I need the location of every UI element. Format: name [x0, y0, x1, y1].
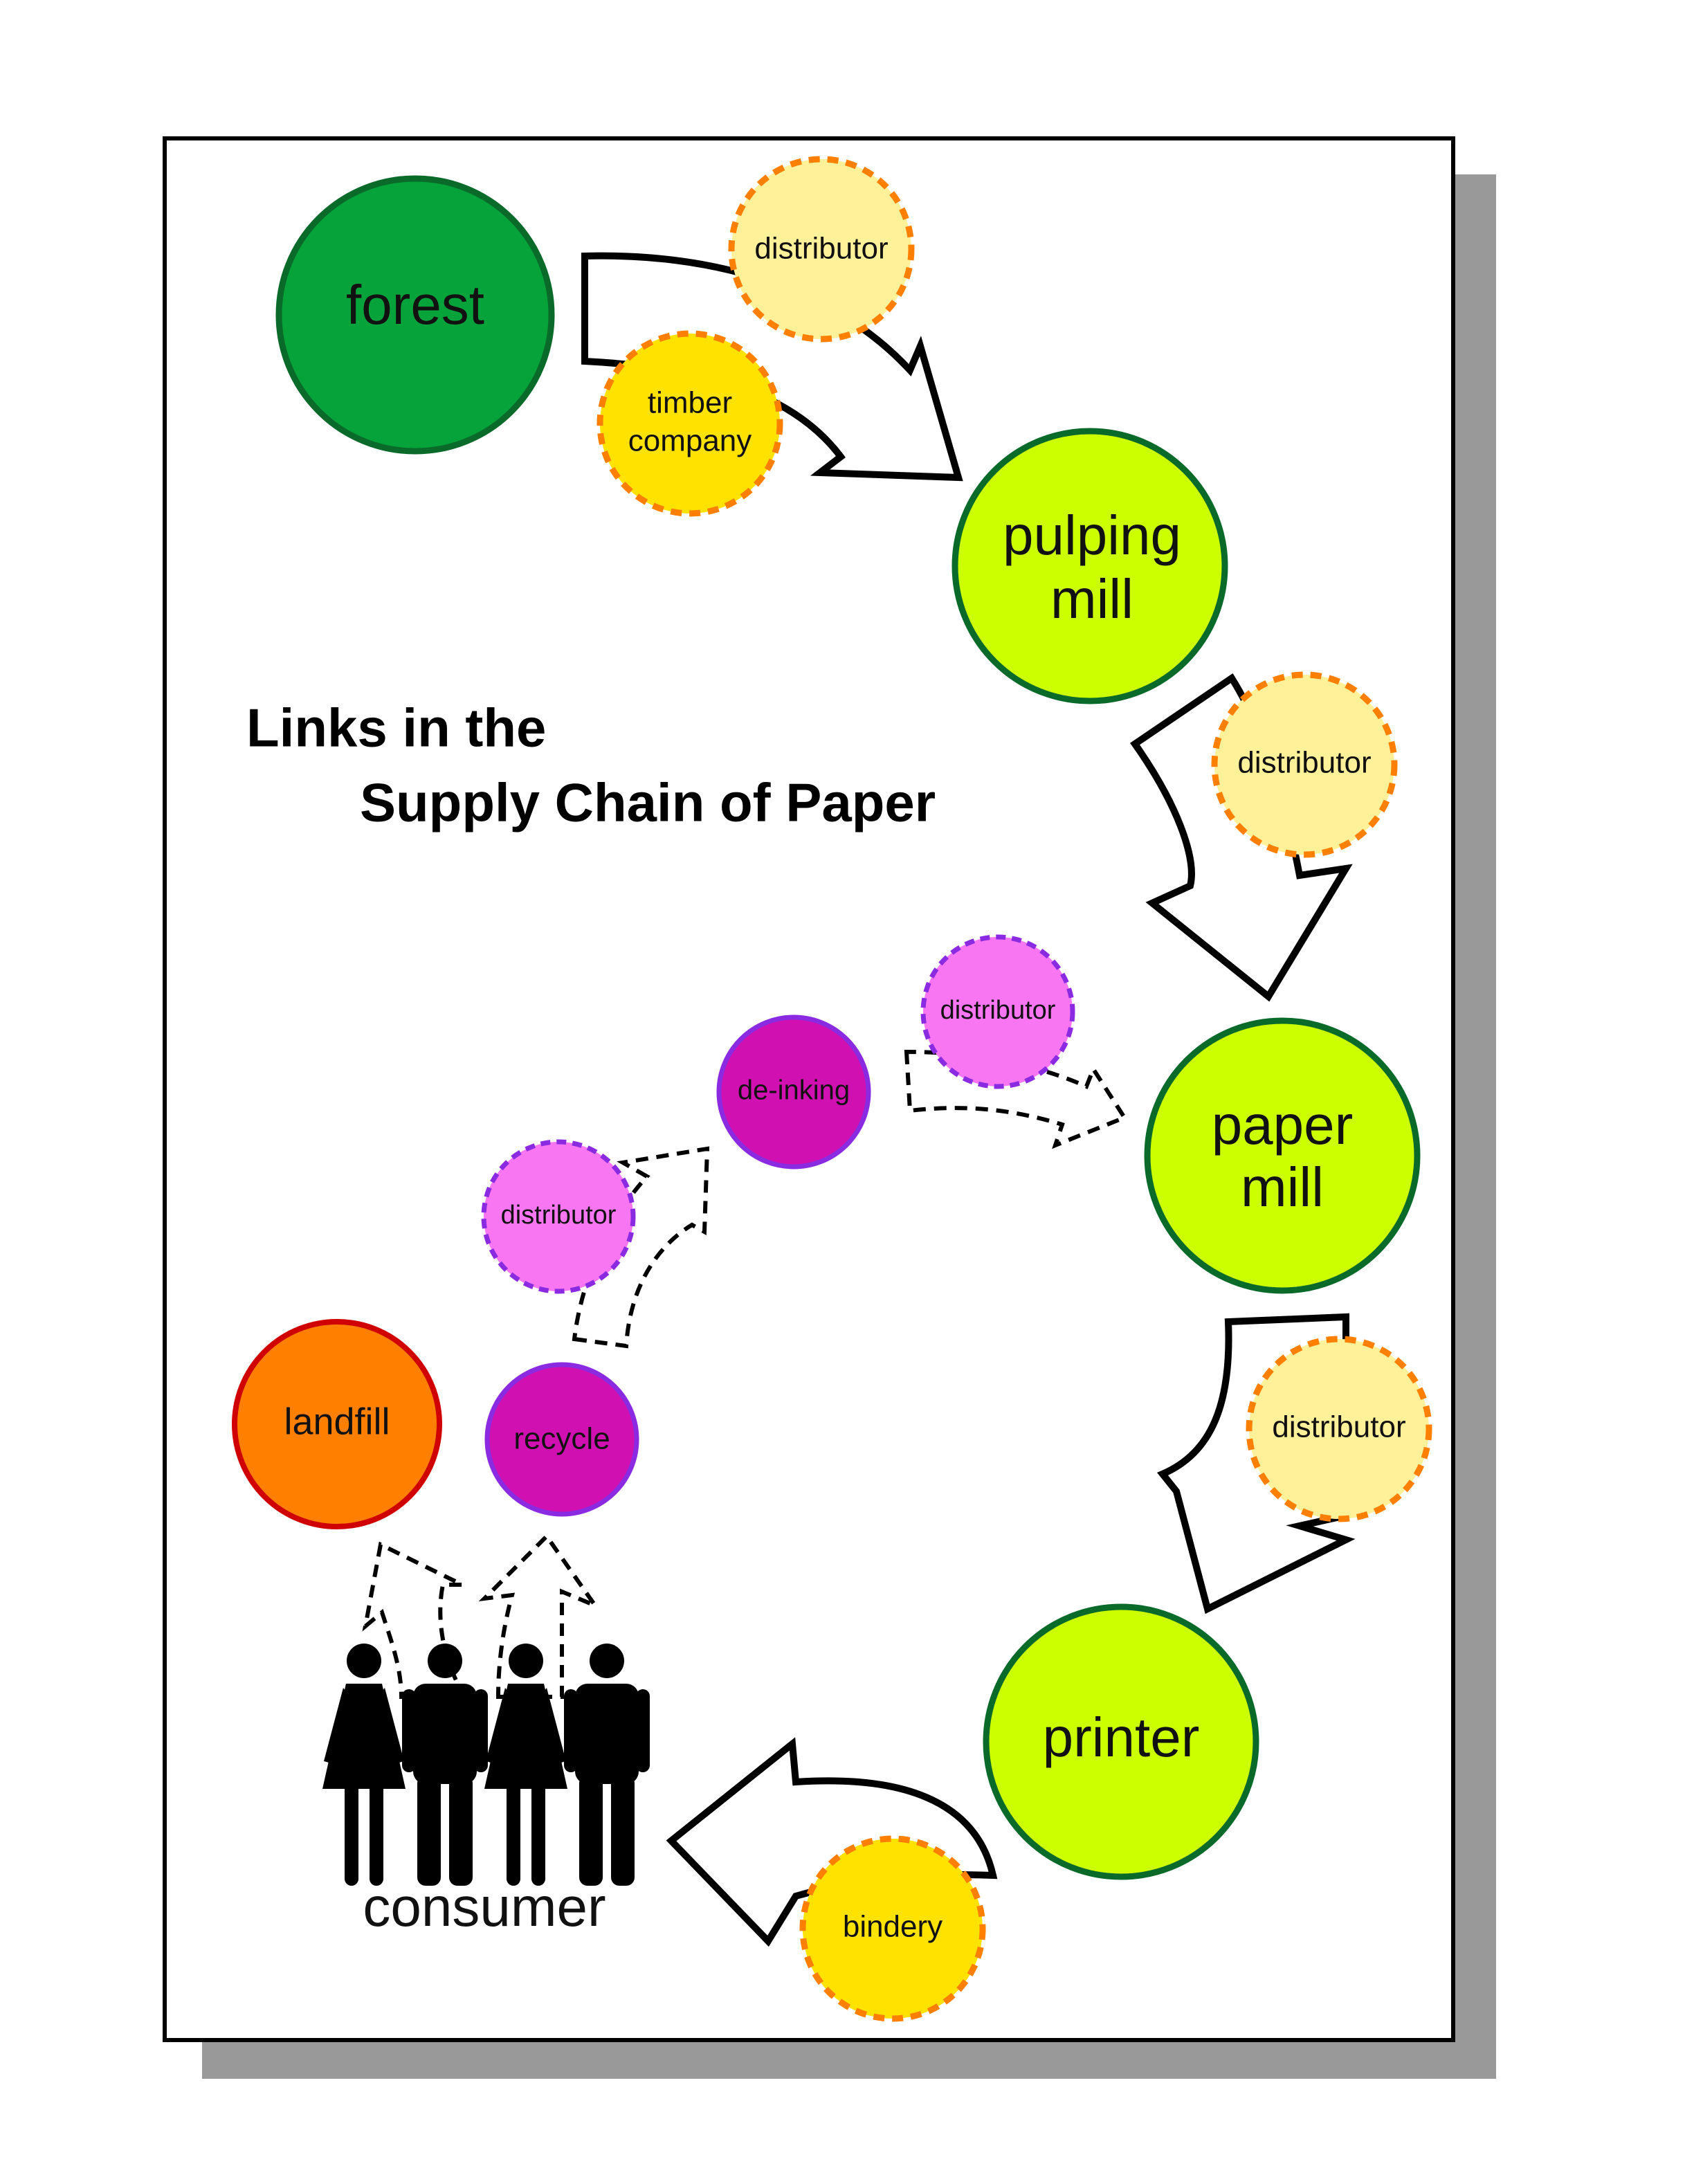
- forest-label: forest: [346, 274, 484, 336]
- node-forest: forest: [275, 175, 555, 455]
- node-de-inking: de-inking: [716, 1014, 871, 1170]
- node-printer: printer: [983, 1603, 1259, 1880]
- timber-company-label-line-1: timber: [648, 386, 732, 420]
- recycle-label: recycle: [513, 1422, 610, 1456]
- distributor-4-label: distributor: [501, 1201, 617, 1230]
- consumer-label: consumer: [363, 1876, 605, 1938]
- distributor-3-label: distributor: [1272, 1410, 1405, 1444]
- paper-mill-label-line-1: paper: [1212, 1094, 1354, 1156]
- bindery-label: bindery: [843, 1910, 942, 1944]
- de-inking-label: de-inking: [738, 1075, 850, 1106]
- pulping-mill-label-line-2: mill: [1050, 568, 1133, 630]
- distributor-1-label: distributor: [754, 232, 888, 266]
- landfill-label: landfill: [284, 1401, 390, 1442]
- node-timber-company: timber company: [596, 330, 783, 517]
- paper-mill-label-line-2: mill: [1241, 1156, 1324, 1218]
- title-line-1: Links in the: [246, 698, 546, 758]
- node-distributor-1: distributor: [728, 156, 915, 343]
- printer-label: printer: [1043, 1707, 1200, 1768]
- pulping-mill-label-line-1: pulping: [1003, 504, 1181, 566]
- node-distributor-2: distributor: [1211, 671, 1398, 858]
- distributor-5-label: distributor: [940, 996, 1056, 1025]
- title-line-2: Supply Chain of Paper: [360, 772, 936, 833]
- node-distributor-4: distributor: [481, 1139, 636, 1294]
- distributor-2-label: distributor: [1237, 746, 1371, 780]
- node-consumer: consumer: [322, 1644, 650, 1938]
- timber-company-label-line-2: company: [628, 424, 752, 458]
- node-distributor-5: distributor: [920, 934, 1075, 1089]
- node-bindery: bindery: [799, 1835, 986, 2022]
- node-pulping-mill: pulping mill: [951, 428, 1228, 704]
- node-paper-mill: paper mill: [1144, 1017, 1421, 1294]
- node-landfill: landfill: [232, 1319, 442, 1529]
- node-recycle: recycle: [484, 1362, 639, 1517]
- node-distributor-3: distributor: [1246, 1336, 1432, 1522]
